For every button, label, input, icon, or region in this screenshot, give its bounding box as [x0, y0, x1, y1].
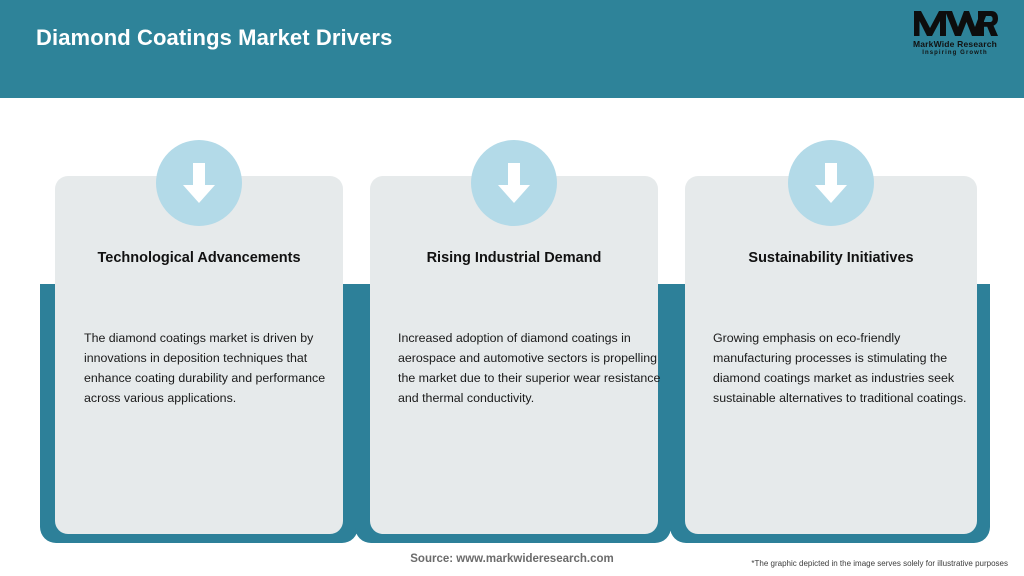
card-panel: [685, 176, 977, 534]
card-body-text: The diamond coatings market is driven by…: [84, 331, 326, 406]
down-arrow-icon: [471, 140, 557, 226]
card-title: Rising Industrial Demand: [426, 250, 602, 266]
card-title: Technological Advancements: [97, 250, 301, 266]
logo-company-name: MarkWide Research: [912, 39, 998, 49]
card-body-text: Increased adoption of diamond coatings i…: [398, 331, 661, 406]
down-arrow-glyph: [815, 163, 847, 203]
down-arrow-glyph: [183, 163, 215, 203]
brand-logo: MarkWide Research Inspiring Growth: [900, 8, 1010, 64]
driver-card-1[interactable]: Technological Advancements The diamond c…: [26, 98, 358, 553]
driver-card-2[interactable]: Rising Industrial Demand Increased adopt…: [341, 98, 671, 553]
mwr-logo-icon: [914, 11, 998, 36]
down-arrow-icon: [788, 140, 874, 226]
card-panel: [370, 176, 658, 534]
source-label: Source: www.markwideresearch.com: [410, 553, 614, 565]
down-arrow-icon: [156, 140, 242, 226]
card-body-text: Growing emphasis on eco-friendly manufac…: [713, 331, 967, 406]
slide-header: Diamond Coatings Market Drivers MarkWide…: [0, 0, 1024, 98]
page-title: Diamond Coatings Market Drivers: [36, 25, 393, 50]
disclaimer-note: *The graphic depicted in the image serve…: [751, 559, 1008, 568]
down-arrow-glyph: [498, 163, 530, 203]
logo-tagline: Inspiring Growth: [922, 50, 988, 56]
driver-card-3[interactable]: Sustainability Initiatives Growing empha…: [656, 98, 998, 553]
card-title: Sustainability Initiatives: [748, 250, 914, 266]
card-panel: [55, 176, 343, 534]
drivers-card-group: Technological Advancements The diamond c…: [0, 98, 1024, 553]
